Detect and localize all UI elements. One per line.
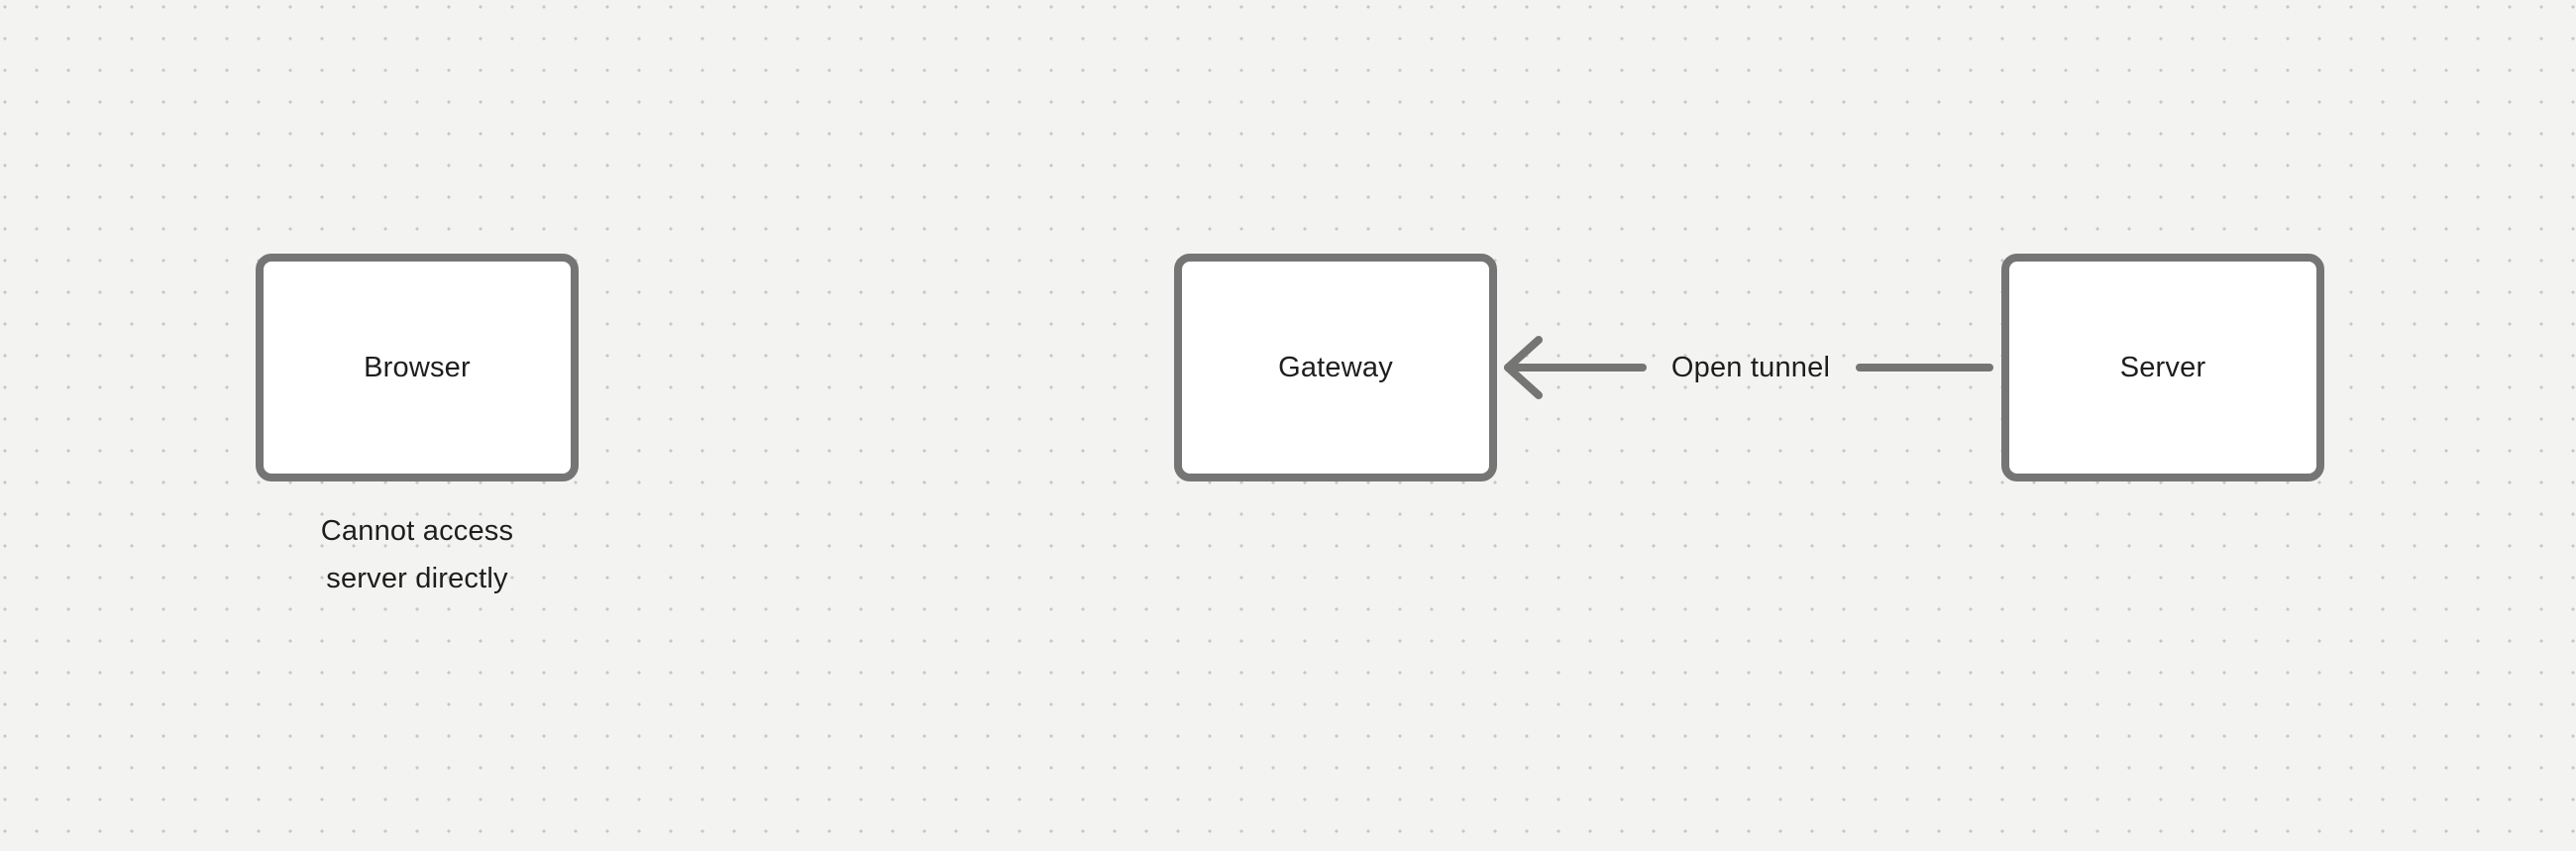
edge-label: Open tunnel [1671,352,1830,383]
annotation-cannot-access[interactable]: Cannot access server directly [239,507,595,602]
node-gateway[interactable]: Gateway [1174,254,1497,481]
node-server[interactable]: Server [2001,254,2324,481]
edge-server-to-gateway[interactable]: Open tunnel [1497,318,2002,417]
annotation-line-2: server directly [326,563,508,594]
node-server-label: Server [2119,351,2206,383]
node-browser-label: Browser [364,351,471,383]
node-gateway-label: Gateway [1278,351,1393,383]
annotation-line-1: Cannot access [320,515,514,547]
node-browser[interactable]: Browser [256,254,579,481]
